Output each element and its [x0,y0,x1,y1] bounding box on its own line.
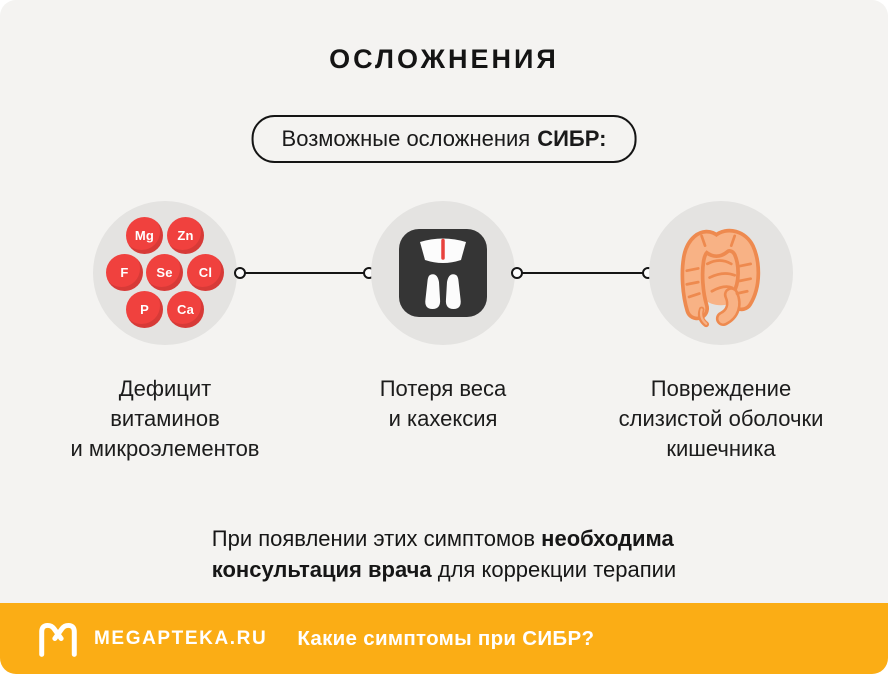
element-badge-p: P [126,291,163,328]
weight-scale-glyph [399,229,487,317]
weight-scale-icon [371,201,515,345]
intestine-glyph [680,228,761,328]
brand-name: MEGAPTEKA.RU [94,627,268,649]
caption-weight-loss: Потеря веса и кахексия [293,374,593,434]
note-bold-text: необходима [541,526,674,551]
caption-line: Повреждение [650,376,792,401]
footer-bar: MEGAPTEKA.RU Какие симптомы при СИБР? [0,603,888,674]
note-text: для коррекции терапии [431,557,677,582]
caption-line: и микроэлементов [70,436,260,461]
subtitle-pill: Возможные осложнения СИБР: [251,115,637,163]
element-badge-zn: Zn [167,217,204,254]
doctor-note: При появлении этих симптомов необходима … [212,523,676,585]
footer-question: Какие симптомы при СИБР? [297,626,595,650]
connector-line [511,266,654,280]
caption-line: Потеря веса [379,376,507,401]
note-text: При появлении этих симптомов [211,526,542,551]
element-badge-se: Se [146,254,183,291]
caption-line: витаминов [110,406,220,431]
element-badge-mg: Mg [126,217,163,254]
caption-line: кишечника [666,436,776,461]
page-title: ОСЛОЖНЕНИЯ [329,44,559,74]
caption-mucosa-damage: Повреждение слизистой оболочки кишечника [571,374,871,464]
connector-line [234,266,375,280]
megapteka-logo-icon [39,622,77,657]
element-badge-ca: Ca [167,291,204,328]
mineral-elements-icon: Mg Zn F Se Cl P Ca [93,201,237,345]
connector-rule [245,271,364,275]
subtitle-text: Возможные осложнения [281,126,531,151]
caption-line: Дефицит [118,376,212,401]
element-badge-f: F [106,254,143,291]
connector-rule [522,271,643,275]
subtitle-bold-text: СИБР: [537,126,607,151]
caption-line: и кахексия [388,406,498,431]
intestine-icon [649,201,793,345]
element-badge-cl: Cl [187,254,224,291]
caption-vitamin-deficiency: Дефицит витаминов и микроэлементов [15,374,315,464]
note-bold-text: консультация врача [211,557,432,582]
caption-line: слизистой оболочки [618,406,824,431]
